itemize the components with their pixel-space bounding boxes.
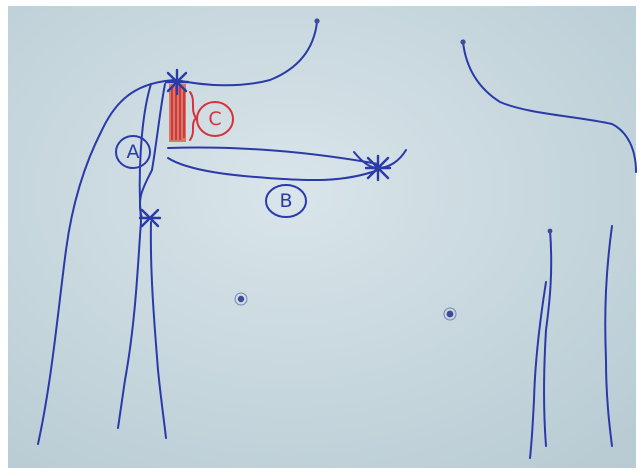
left-nipple — [238, 296, 244, 302]
neck-dot-left — [314, 18, 319, 23]
neck-dot-right — [460, 39, 465, 44]
star-marker-chest — [366, 156, 390, 180]
right-nipple — [447, 311, 454, 318]
paper-background — [8, 6, 636, 468]
label-b: B — [279, 190, 292, 212]
torso-dot-right — [548, 229, 553, 234]
star-marker-shoulder — [166, 70, 188, 94]
label-c: C — [208, 108, 221, 130]
label-a: A — [127, 141, 140, 163]
